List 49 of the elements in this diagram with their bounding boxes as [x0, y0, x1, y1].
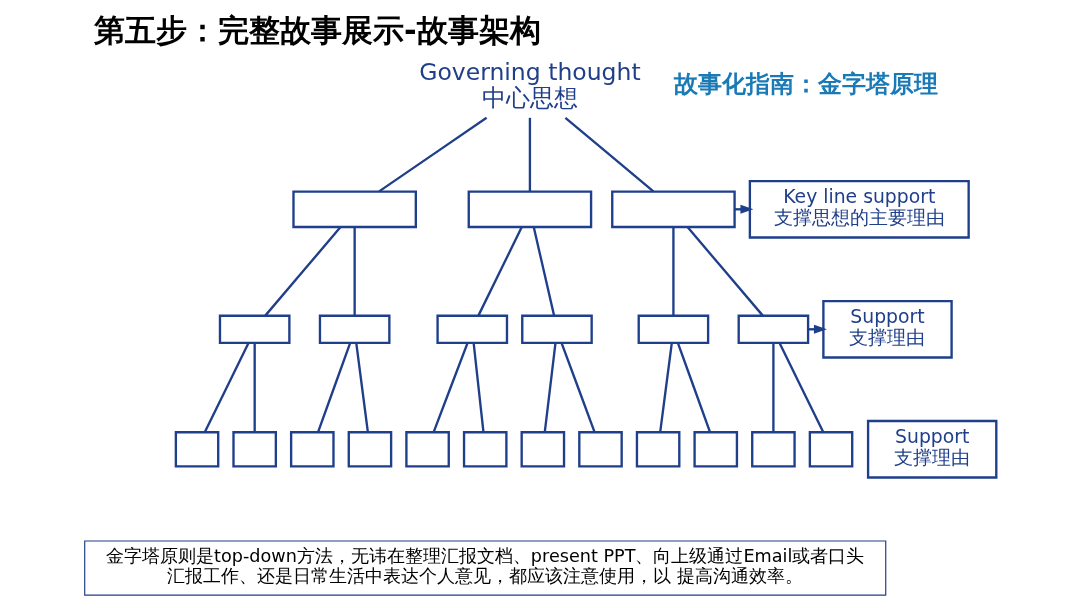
connector	[543, 342, 557, 432]
node-box	[692, 431, 738, 468]
node-box: Key line support 支撑思想的主要理由	[748, 179, 970, 239]
diagram-title: 第五步：完整故事展示-故事架构	[93, 12, 541, 48]
connector	[771, 343, 775, 432]
node-box	[635, 431, 680, 468]
connector	[671, 227, 675, 316]
node-box: 金字塔原则是top-down方法，无讳在整理汇报文档、present PPT、向上级通过Email或者口头汇报工作、还是日常生活中表达个人意见，都应该注意使用，以 提高沟通效率。	[83, 540, 886, 596]
connector	[203, 342, 250, 433]
node-box	[520, 431, 565, 468]
node-box	[289, 431, 335, 468]
node-box	[577, 431, 623, 468]
connector	[560, 342, 596, 433]
node-box	[291, 190, 417, 229]
node-box	[231, 431, 277, 468]
connector	[263, 226, 341, 317]
connector	[658, 342, 673, 432]
node-box	[404, 431, 450, 468]
connector	[686, 226, 764, 317]
connector	[778, 342, 824, 433]
node-box	[737, 314, 809, 344]
label: 故事化指南：金字塔原理	[673, 69, 938, 98]
node-box	[462, 431, 508, 468]
connector	[316, 342, 351, 433]
connector	[352, 227, 356, 316]
connector	[354, 342, 369, 432]
node-box	[218, 314, 291, 344]
connector	[564, 116, 654, 193]
node-box	[435, 314, 508, 344]
node-box	[467, 190, 592, 229]
connector	[472, 342, 485, 432]
connector	[528, 117, 531, 192]
node-box	[174, 431, 219, 468]
node-text: Governing thought 中心思想	[418, 57, 641, 112]
connector	[476, 226, 523, 317]
connector	[676, 342, 711, 433]
node-box	[318, 314, 391, 344]
node-box	[808, 431, 853, 468]
connector	[253, 343, 256, 432]
node-box	[520, 314, 593, 344]
connector	[377, 116, 487, 193]
node-box: Support 支撑理由	[821, 299, 953, 359]
connector	[432, 342, 469, 433]
node-box	[610, 190, 736, 229]
node-box: Support 支撑理由	[866, 419, 997, 479]
node-box	[637, 314, 709, 344]
node-box	[750, 431, 796, 468]
connector	[532, 227, 555, 316]
node-box	[347, 431, 392, 468]
